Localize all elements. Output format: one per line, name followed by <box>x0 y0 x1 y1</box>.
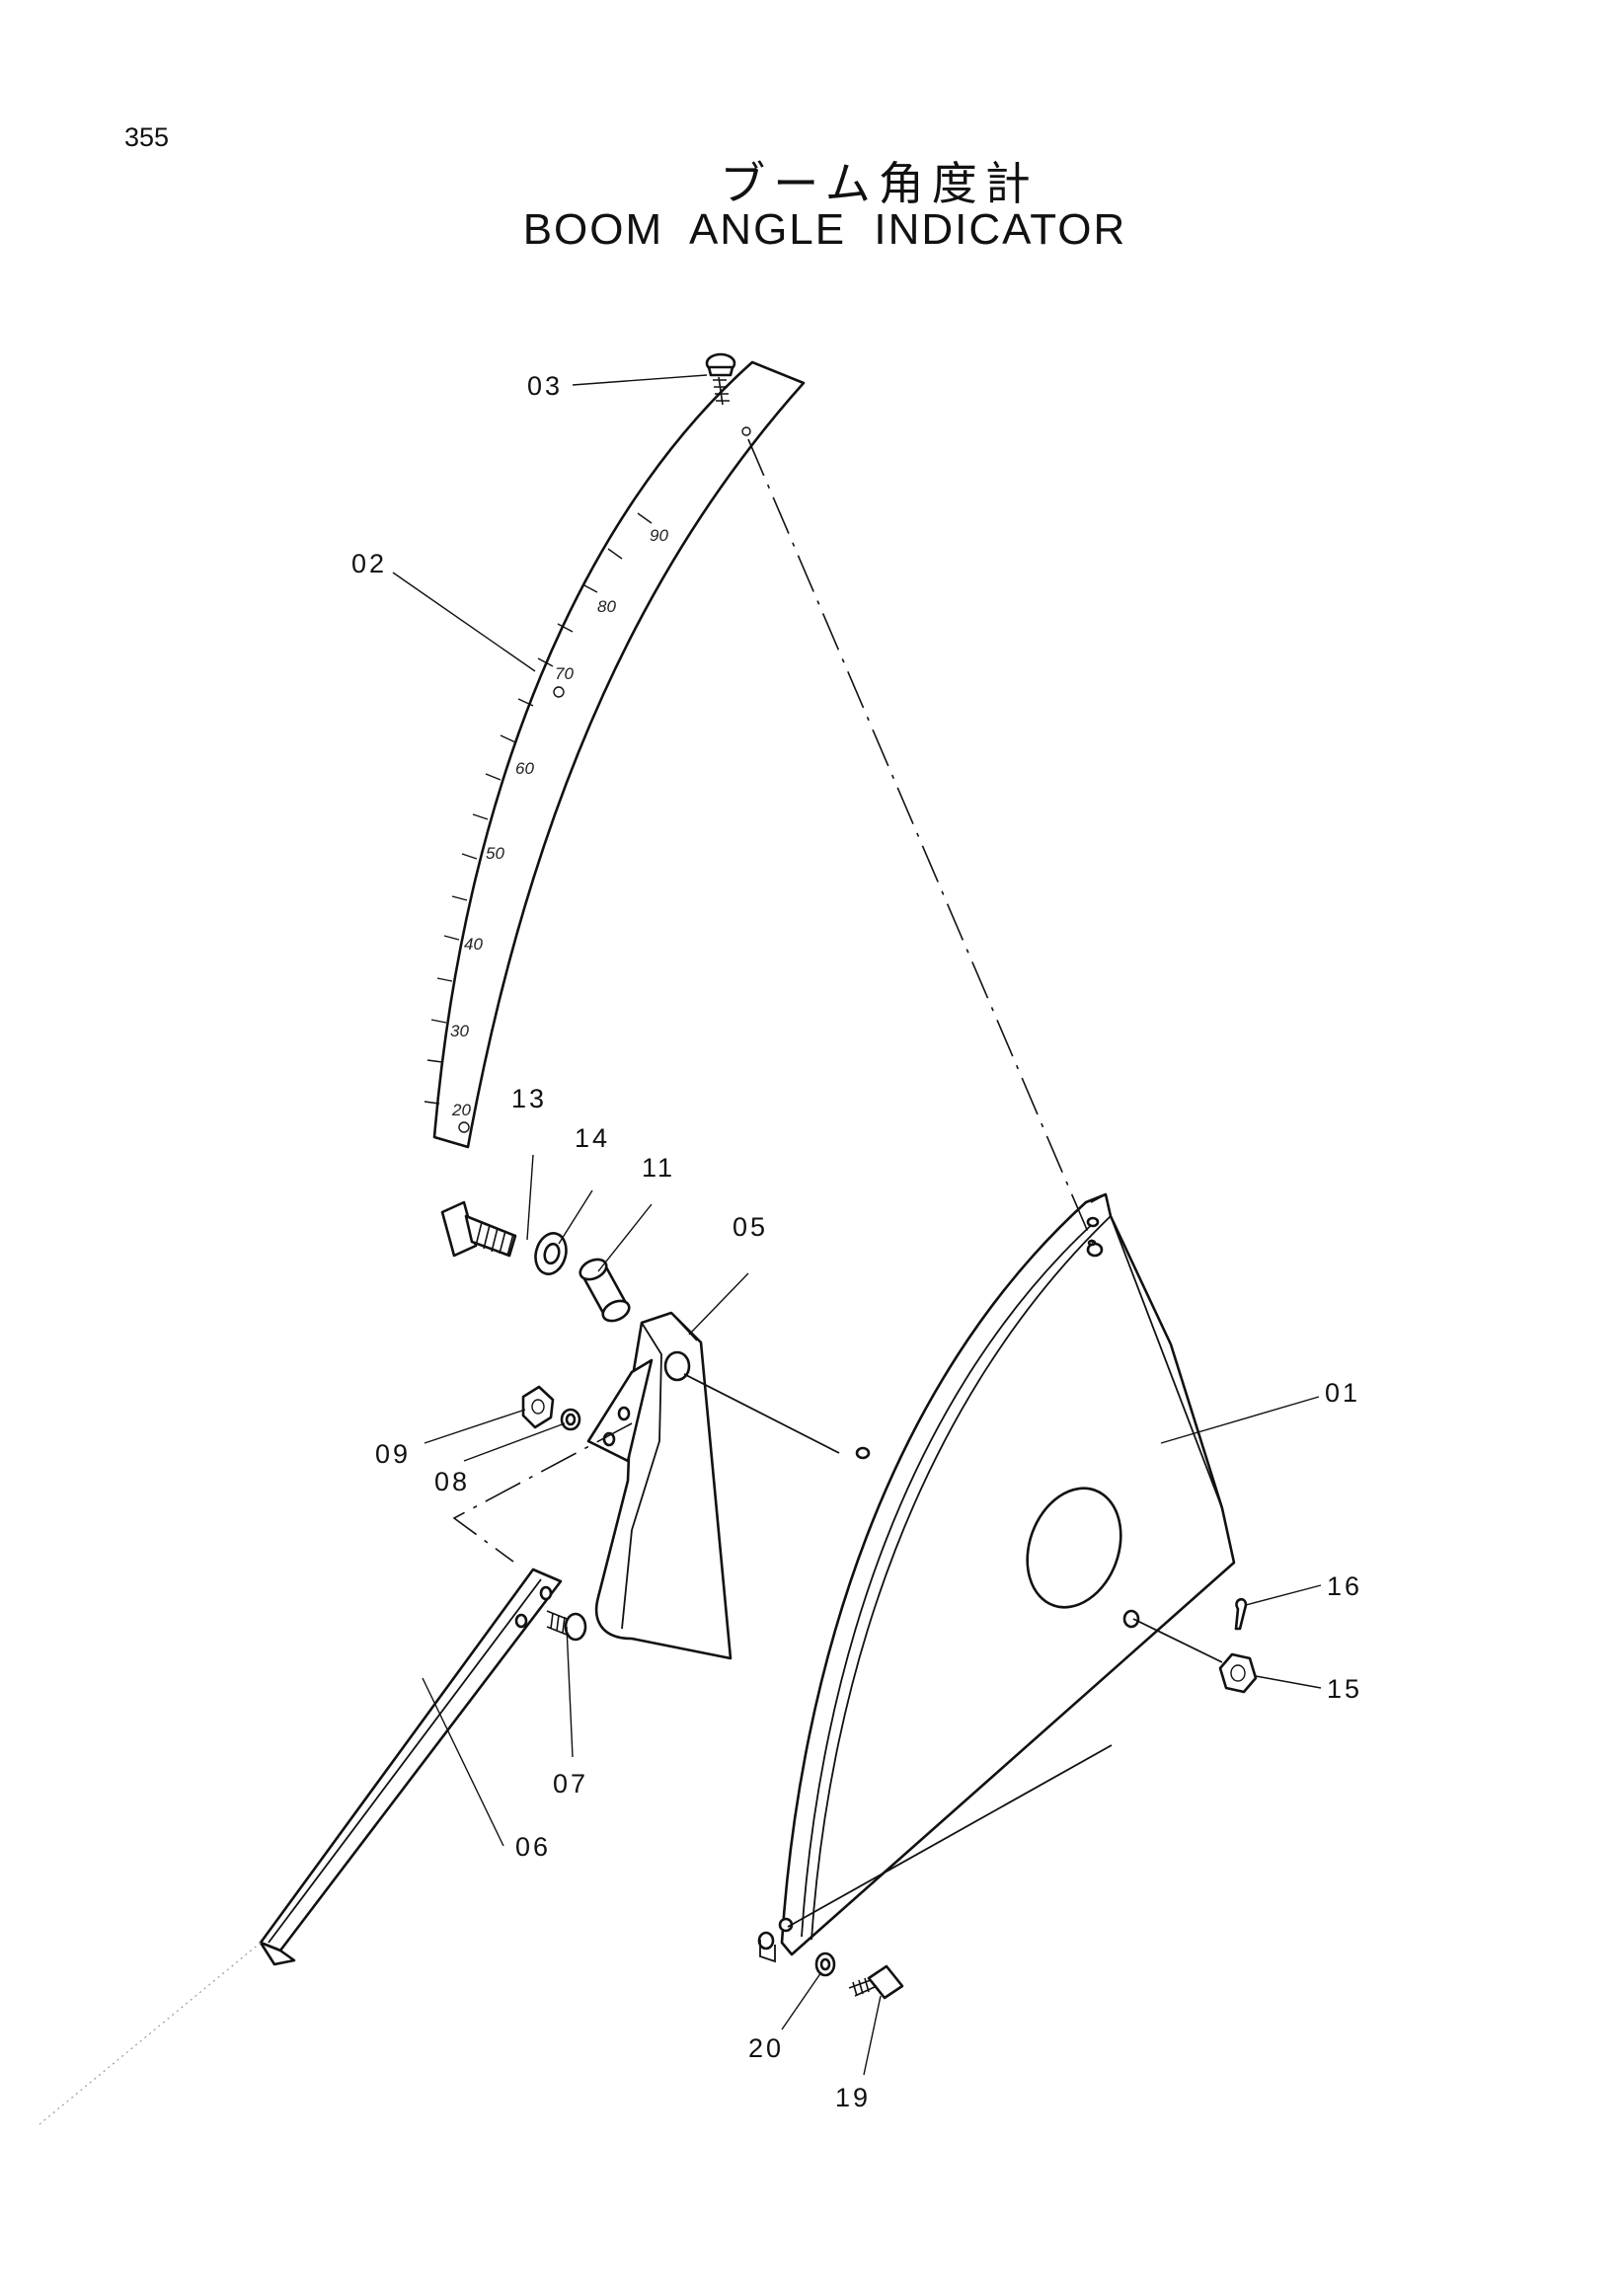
callout-20: 20 <box>748 2033 784 2063</box>
part-13-bolt <box>440 1200 517 1258</box>
scale-label-60: 60 <box>515 759 534 778</box>
callout-03: 03 <box>527 371 563 401</box>
scale-label-90: 90 <box>650 526 668 545</box>
callout-labels: 03 02 01 13 14 11 05 09 08 07 06 16 15 2… <box>351 371 1362 2112</box>
scale-label-30: 30 <box>450 1022 469 1040</box>
callout-13: 13 <box>511 1084 547 1113</box>
scale-label-20: 20 <box>451 1101 471 1119</box>
scale-label-80: 80 <box>597 597 616 616</box>
part-02-angle-scale: 90 80 70 60 50 40 30 20 <box>424 360 806 1149</box>
callout-14: 14 <box>575 1123 610 1153</box>
callout-19: 19 <box>835 2083 871 2112</box>
callout-02: 02 <box>351 549 387 578</box>
part-19-bolt <box>848 1964 904 2000</box>
part-07-screw <box>546 1610 587 1642</box>
leader-lines <box>392 374 1322 2076</box>
part-15-castle-nut <box>1218 1652 1258 1694</box>
callout-05: 05 <box>733 1212 768 1242</box>
scale-label-70: 70 <box>555 664 574 683</box>
part-08-lock-washer <box>560 1408 581 1431</box>
callout-01: 01 <box>1325 1378 1360 1408</box>
part-06-pointer <box>259 1568 563 1966</box>
scale-label-50: 50 <box>486 844 504 863</box>
part-05-bracket <box>586 1311 733 1660</box>
part-11-collar <box>579 1258 631 1323</box>
part-14-washer <box>534 1232 568 1275</box>
callout-15: 15 <box>1327 1674 1362 1704</box>
callout-09: 09 <box>375 1439 411 1469</box>
part-20-washer <box>814 1952 836 1977</box>
assembly-lines <box>39 438 1223 2125</box>
callout-08: 08 <box>434 1467 470 1496</box>
part-16-split-pin <box>1234 1597 1248 1631</box>
part-03-screw <box>705 352 736 406</box>
page-title-english: BOOM ANGLE INDICATOR <box>522 205 1127 254</box>
page-number: 355 <box>124 122 170 152</box>
callout-06: 06 <box>515 1832 551 1862</box>
part-01-sector-plate <box>757 1192 1236 1963</box>
callout-11: 11 <box>642 1153 675 1183</box>
scale-label-40: 40 <box>464 935 483 954</box>
callout-07: 07 <box>553 1769 588 1799</box>
page-title-japanese: ブーム角度計 <box>720 157 1039 210</box>
part-09-nut <box>521 1385 555 1429</box>
callout-16: 16 <box>1327 1571 1362 1601</box>
